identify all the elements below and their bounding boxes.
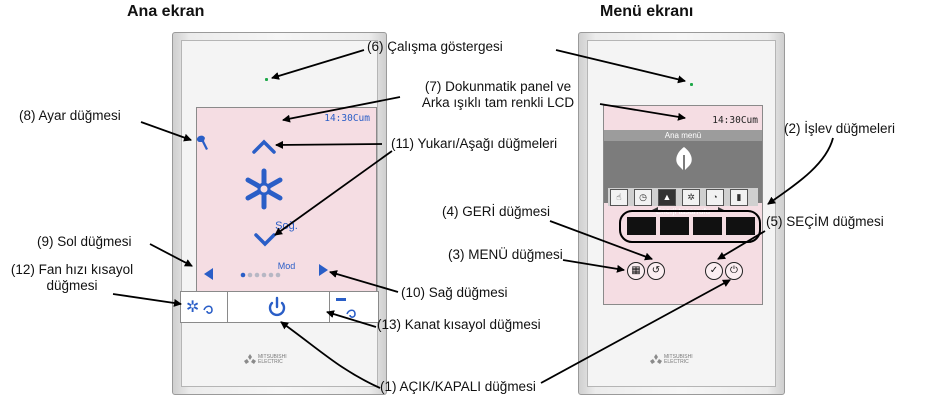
right-arrow-icon[interactable] bbox=[319, 264, 328, 276]
power-button[interactable] bbox=[268, 296, 286, 317]
mode-caption: Mod bbox=[277, 261, 296, 271]
select-button[interactable]: ✓ bbox=[705, 262, 723, 280]
page-indicator-dots bbox=[240, 272, 281, 278]
main-touch-screen[interactable]: 14:30Cum Soğ. Mod bbox=[196, 107, 377, 294]
operation-indicator-led-2 bbox=[690, 83, 693, 86]
label-12b: düğmesi bbox=[46, 278, 98, 293]
label-7b: Arka ışıklı tam renkli LCD bbox=[421, 95, 575, 110]
hand-icon[interactable]: ☝ bbox=[610, 189, 628, 206]
operation-indicator-led bbox=[265, 78, 268, 81]
menu-button[interactable]: ▦ bbox=[627, 262, 645, 280]
wrench-icon[interactable] bbox=[196, 135, 208, 150]
energy-saving-icon[interactable]: ▲ bbox=[658, 189, 676, 206]
menu-icon-row: ☝ ◷ ▲ ✲ ◔ ▮ bbox=[608, 188, 758, 206]
fan-speed-shortcut-button[interactable]: ✲ bbox=[186, 297, 213, 316]
maintenance-icon[interactable]: ◔ bbox=[706, 189, 724, 206]
label-8: (8) Ayar düğmesi bbox=[19, 108, 121, 123]
function-button-3[interactable] bbox=[693, 217, 722, 235]
function-buttons-group bbox=[619, 210, 761, 243]
power-button-menu[interactable]: ⏻ bbox=[725, 262, 743, 280]
clock-icon[interactable]: ◷ bbox=[634, 189, 652, 206]
down-arrow-icon[interactable] bbox=[254, 233, 276, 247]
title-main-screen: Ana ekran bbox=[127, 3, 205, 20]
mitsubishi-logo-icon-2 bbox=[650, 354, 662, 364]
back-button[interactable]: ↺ bbox=[647, 262, 665, 280]
leaf-icon bbox=[676, 147, 692, 172]
label-1: (1) AÇIK/KAPALI düğmesi bbox=[380, 379, 536, 394]
label-7a: (7) Dokunmatik panel ve bbox=[424, 79, 572, 94]
label-5: (5) SEÇİM düğmesi bbox=[766, 214, 884, 229]
menu-header: Ana menü bbox=[604, 130, 762, 141]
gear-icon[interactable]: ✲ bbox=[682, 189, 700, 206]
label-2: (2) İşlev düğmeleri bbox=[784, 121, 896, 136]
title-menu-screen: Menü ekranı bbox=[600, 3, 694, 20]
label-13: (13) Kanat kısayol düğmesi bbox=[377, 317, 541, 332]
function-button-4[interactable] bbox=[726, 217, 755, 235]
label-9: (9) Sol düğmesi bbox=[37, 234, 132, 249]
label-3: (3) MENÜ düğmesi bbox=[448, 247, 563, 262]
menu-clock: 14:30Cum bbox=[712, 115, 758, 126]
function-button-2[interactable] bbox=[660, 217, 689, 235]
label-11: (11) Yukarı/Aşağı düğmeleri bbox=[391, 136, 558, 151]
label-6: (6) Çalışma göstergesi bbox=[367, 39, 503, 54]
label-10: (10) Sağ düğmesi bbox=[401, 285, 508, 300]
label-12a: (12) Fan hızı kısayol bbox=[10, 262, 134, 277]
main-clock: 14:30Cum bbox=[324, 113, 370, 124]
snowflake-icon bbox=[245, 168, 283, 210]
vane-shortcut-button[interactable] bbox=[336, 298, 356, 318]
svg-text:✲: ✲ bbox=[186, 297, 199, 316]
bottom-bar-icons: ✲ bbox=[186, 296, 356, 318]
left-arrow-icon[interactable] bbox=[204, 268, 213, 280]
up-arrow-icon[interactable] bbox=[252, 139, 276, 154]
info-icon[interactable]: ▮ bbox=[730, 189, 748, 206]
function-button-1[interactable] bbox=[627, 217, 656, 235]
label-4: (4) GERİ düğmesi bbox=[442, 204, 551, 219]
main-screen-icons bbox=[196, 135, 328, 280]
mitsubishi-logo-icon bbox=[244, 354, 256, 364]
